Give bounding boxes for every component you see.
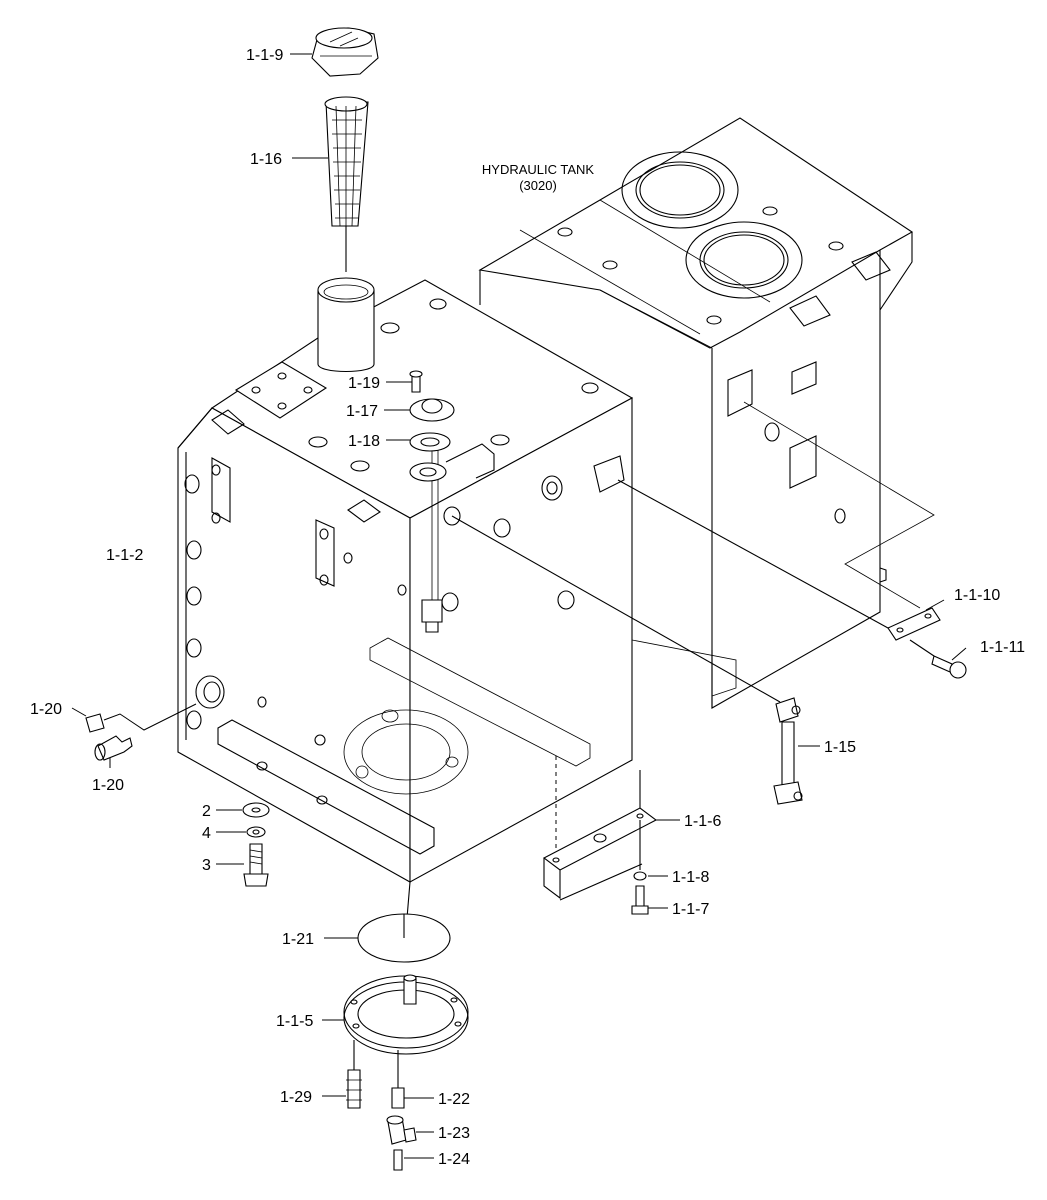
plug-1-24[interactable] bbox=[393, 1149, 434, 1171]
label-1-1-7[interactable]: 1-1-7 bbox=[672, 901, 709, 918]
nipple-1-20-lower[interactable] bbox=[94, 703, 197, 768]
gasket-1-21[interactable] bbox=[324, 913, 451, 963]
label-1-20-lower[interactable]: 1-20 bbox=[92, 777, 124, 794]
label-2[interactable]: 2 bbox=[202, 803, 211, 820]
label-3[interactable]: 3 bbox=[202, 857, 211, 874]
label-1-21[interactable]: 1-21 bbox=[282, 931, 314, 948]
label-1-1-9[interactable]: 1-1-9 bbox=[246, 47, 283, 64]
bolt-3[interactable] bbox=[216, 843, 269, 887]
valve-1-23[interactable] bbox=[386, 1115, 434, 1145]
tank-code: (3020) bbox=[519, 178, 557, 193]
label-1-18[interactable]: 1-18 bbox=[348, 433, 380, 450]
label-1-29[interactable]: 1-29 bbox=[280, 1089, 312, 1106]
label-1-1-8[interactable]: 1-1-8 bbox=[672, 869, 709, 886]
bolt-1-1-11[interactable] bbox=[909, 639, 967, 679]
label-1-20-upper[interactable]: 1-20 bbox=[30, 701, 62, 718]
plug-1-20-upper[interactable] bbox=[71, 707, 105, 733]
label-1-1-6[interactable]: 1-1-6 bbox=[684, 813, 721, 830]
washer-2[interactable] bbox=[216, 802, 270, 818]
gasket-1-18[interactable] bbox=[386, 432, 451, 482]
label-1-23[interactable]: 1-23 bbox=[438, 1125, 470, 1142]
tank-title: HYDRAULIC TANK bbox=[482, 162, 595, 177]
label-1-17[interactable]: 1-17 bbox=[346, 403, 378, 420]
label-1-1-10[interactable]: 1-1-10 bbox=[954, 587, 1000, 604]
fitting-1-22[interactable] bbox=[391, 1050, 434, 1109]
filler-cap-1-1-9[interactable] bbox=[290, 27, 379, 77]
bracket-1-1-6[interactable] bbox=[542, 807, 680, 900]
hose-1-15[interactable] bbox=[451, 515, 820, 805]
label-1-15[interactable]: 1-15 bbox=[824, 739, 856, 756]
label-1-1-5[interactable]: 1-1-5 bbox=[276, 1013, 313, 1030]
hydraulic-tank-assembled bbox=[478, 117, 914, 709]
label-1-1-2[interactable]: 1-1-2 bbox=[106, 547, 143, 564]
label-1-24[interactable]: 1-24 bbox=[438, 1151, 470, 1168]
washer-4[interactable] bbox=[216, 826, 266, 838]
float-flange-1-17[interactable] bbox=[384, 398, 455, 422]
fitting-1-29[interactable] bbox=[322, 1040, 362, 1109]
strainer-1-16[interactable] bbox=[292, 96, 369, 272]
bolt-1-19[interactable] bbox=[386, 370, 423, 393]
plate-1-1-10[interactable] bbox=[617, 479, 945, 641]
tank-body-1-1-2 bbox=[177, 277, 737, 931]
label-1-19[interactable]: 1-19 bbox=[348, 375, 380, 392]
cover-1-1-5[interactable] bbox=[322, 974, 469, 1055]
washer-1-1-8[interactable] bbox=[633, 820, 668, 881]
label-4[interactable]: 4 bbox=[202, 825, 211, 842]
label-1-22[interactable]: 1-22 bbox=[438, 1091, 470, 1108]
label-1-1-11[interactable]: 1-1-11 bbox=[980, 639, 1025, 656]
bolt-1-1-7[interactable] bbox=[631, 885, 668, 915]
label-1-16[interactable]: 1-16 bbox=[250, 151, 282, 168]
